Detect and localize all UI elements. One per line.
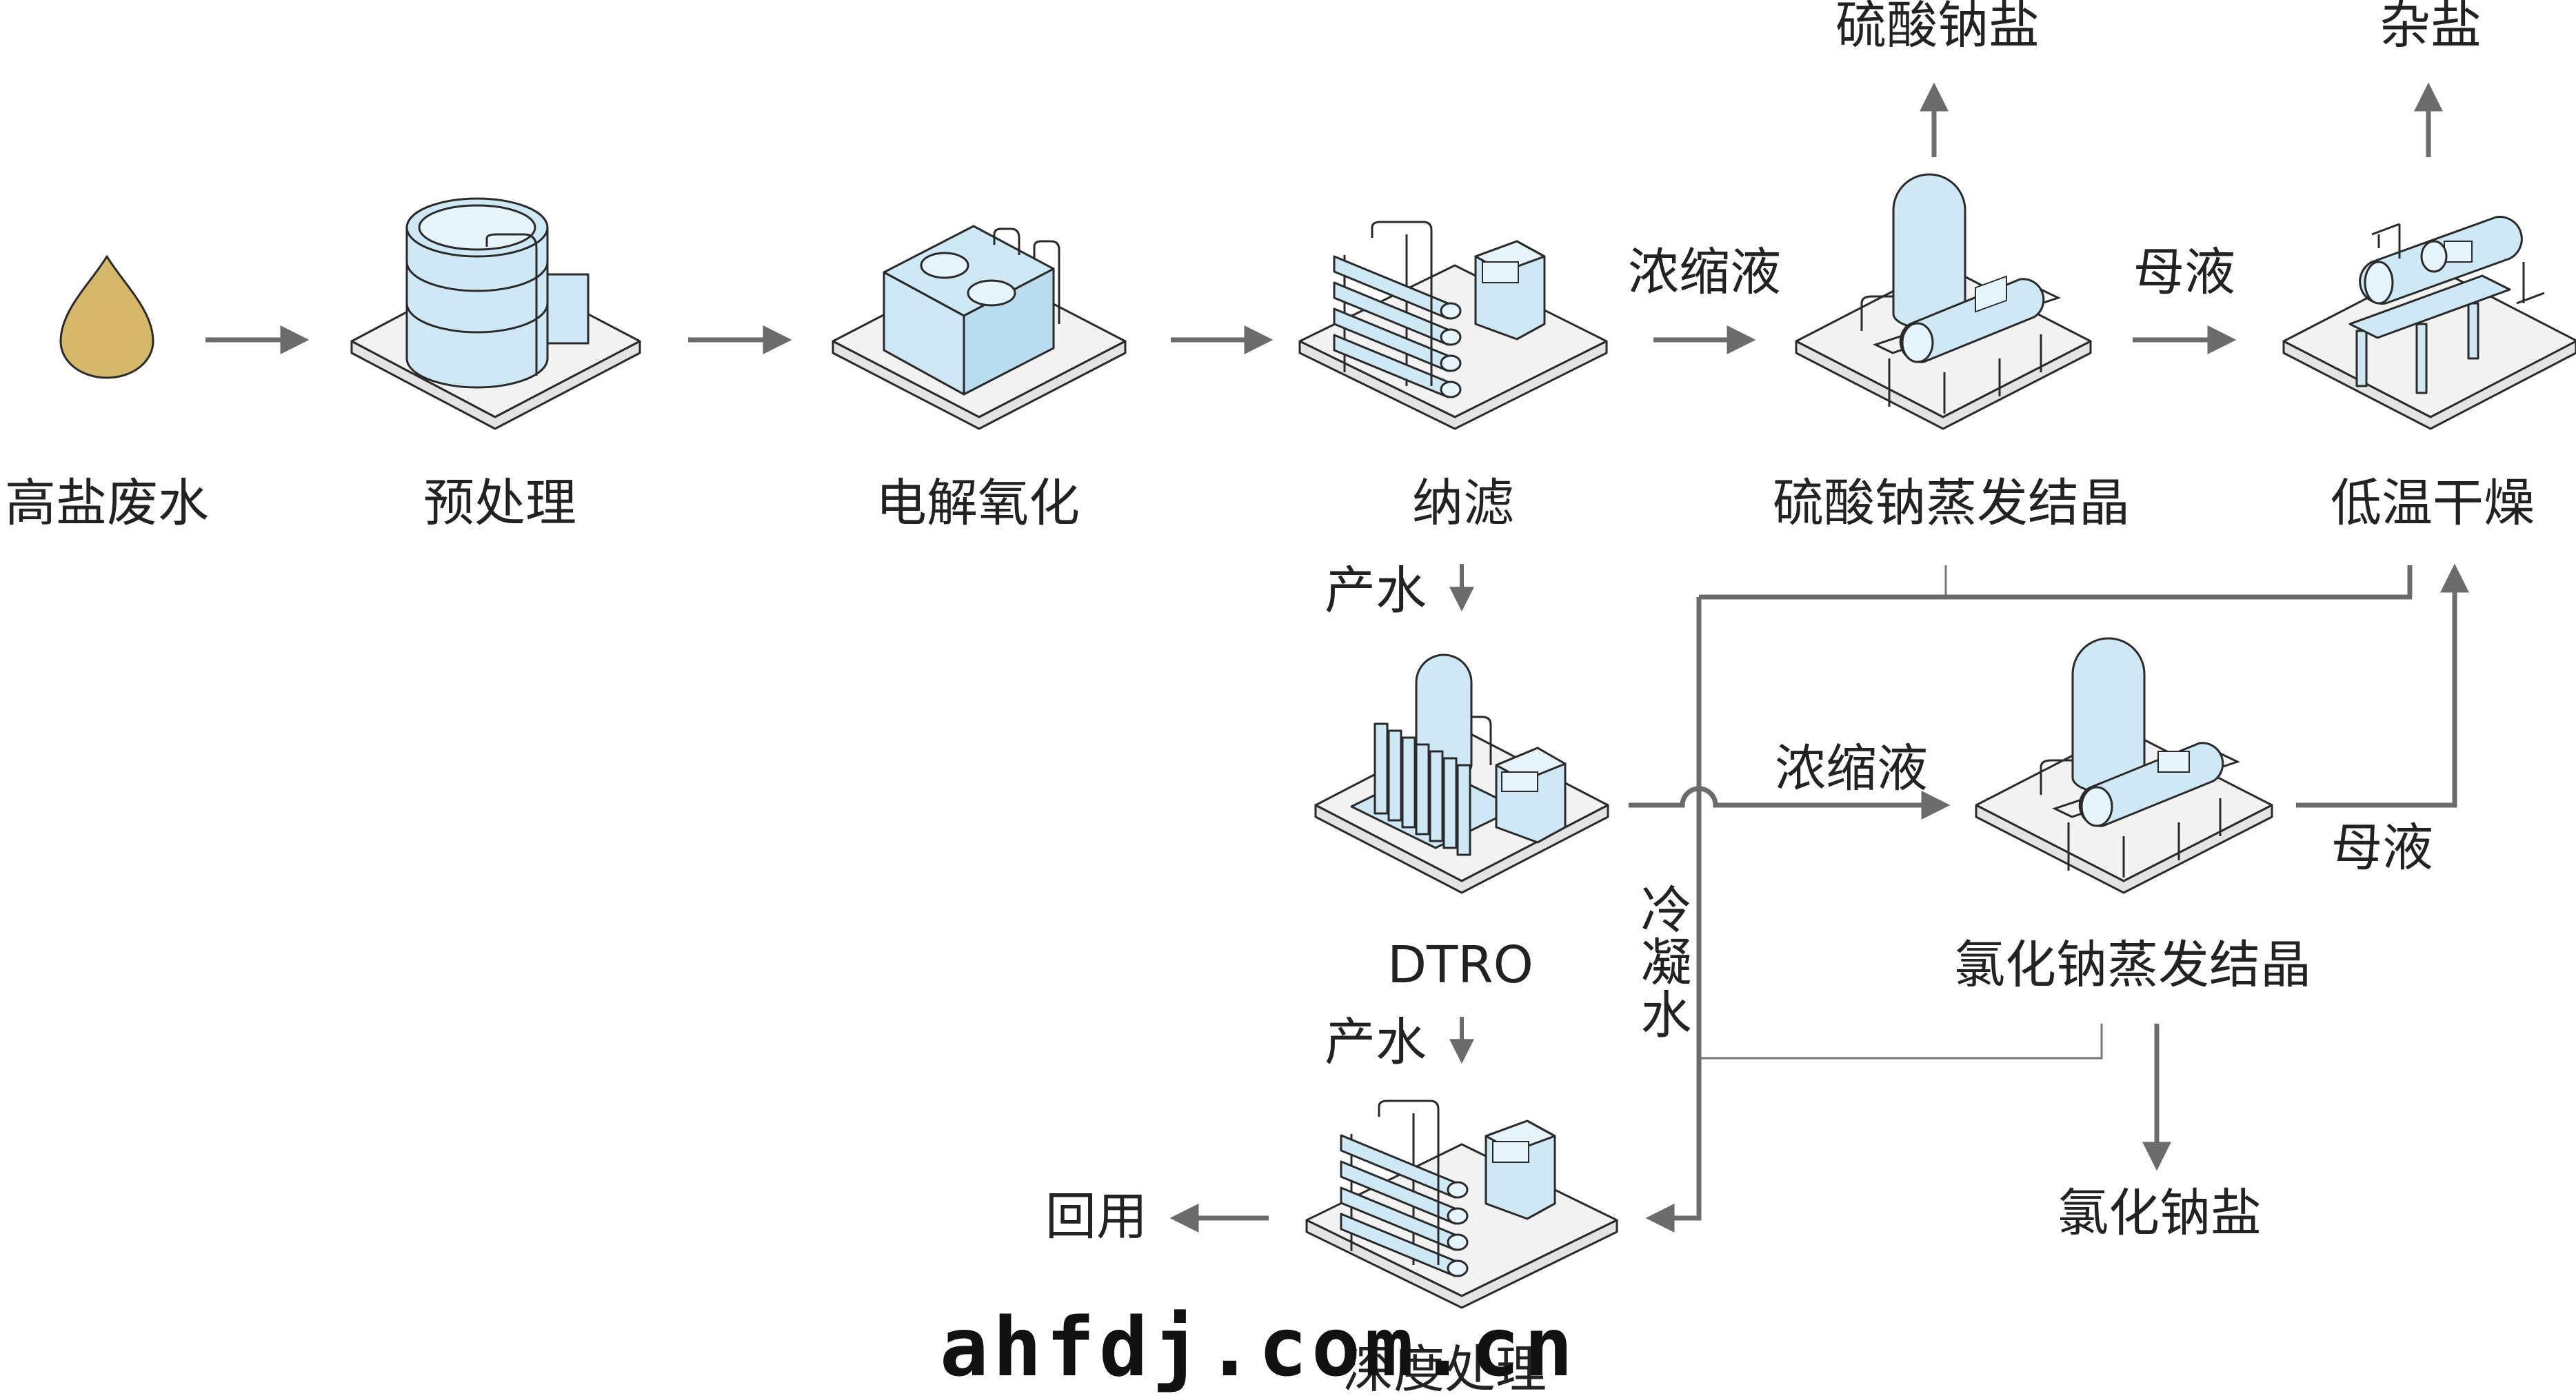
label-mixed-salt: 杂盐 [2379,0,2482,55]
label-deep-treatment: 深度处理 [1342,1340,1547,1398]
label-high-salt-wastewater: 高盐废水 [5,474,209,533]
water-drop-icon [59,255,154,379]
label-concentrate-1: 浓缩液 [1628,243,1781,302]
label-sodium-sulfate-salt: 硫酸钠盐 [1835,0,2040,55]
label-mother-liquor-2: 母液 [2331,818,2433,878]
watermark-text: ahfdj.com.cn [940,1299,1578,1395]
sulfate-evaporator-icon [1795,173,2092,430]
label-product-water-2: 产水 [1325,1013,1427,1072]
condensate-trunk [1645,597,1702,1233]
label-nanofiltration: 纳滤 [1412,474,1514,533]
dtro-unit-icon [1314,654,1609,894]
electrolytic-cell-icon [832,225,1127,430]
label-product-water-1: 产水 [1325,561,1427,620]
label-sulfate-crystallization: 硫酸钠蒸发结晶 [1773,474,2130,533]
label-sodium-chloride-salt: 氯化钠盐 [2057,1184,2262,1243]
label-concentrate-2: 浓缩液 [1775,739,1928,798]
label-dtro: DTRO [1387,935,1533,995]
condensate-from-nacl [1699,1024,2103,1060]
label-mother-liquor-1: 母液 [2133,243,2235,302]
label-reuse: 回用 [1045,1187,1147,1246]
label-electrolytic-oxidation: 电解氧化 [876,474,1080,533]
deep-treatment-skid-icon [1305,1100,1618,1309]
nanofiltration-skid-icon [1298,221,1608,430]
label-condensate: 冷凝水 [1632,883,1691,1040]
label-pretreatment: 预处理 [423,474,576,533]
arrow-nacl-mother-to-drying [2296,563,2469,808]
pretreatment-tank-icon [350,197,641,430]
dryer-icon [2282,216,2576,430]
condensate-lines [1645,565,2413,1233]
connectors [205,82,2469,1233]
chloride-evaporator-icon [1975,637,2273,894]
label-low-temp-drying: 低温干燥 [2331,474,2535,533]
label-chloride-crystallization: 氯化钠蒸发结晶 [1954,935,2311,995]
